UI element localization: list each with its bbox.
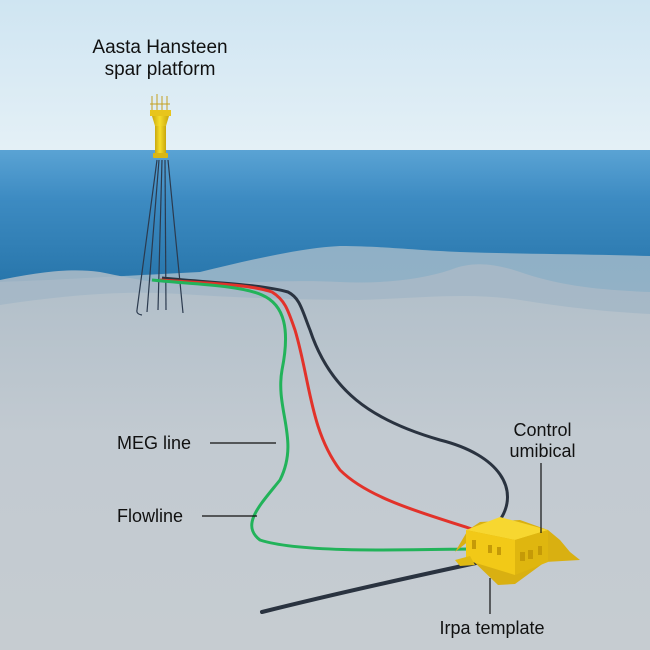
- flowline-line: [159, 278, 476, 532]
- control-umbilical-label: Control umibical: [495, 420, 590, 462]
- flowline-label: Flowline: [117, 506, 184, 526]
- template-label: Irpa template: [439, 618, 545, 638]
- sky: [0, 0, 650, 150]
- irpa-template: [455, 517, 580, 585]
- platform-label: Aasta Hansteen spar platform: [60, 37, 260, 81]
- export-cable: [260, 558, 492, 614]
- umbilical-label-line1: Control: [513, 420, 572, 440]
- meg-line-line: [151, 278, 471, 552]
- spar-platform: [150, 94, 171, 158]
- platform-label-line2: spar platform: [104, 59, 216, 80]
- platform-label-line1: Aasta Hansteen: [92, 37, 228, 58]
- risers: [136, 159, 184, 316]
- control-umbilical-line: [161, 276, 509, 521]
- umbilical-label-line2: umibical: [509, 441, 576, 461]
- meg-line-label: MEG line: [117, 433, 192, 453]
